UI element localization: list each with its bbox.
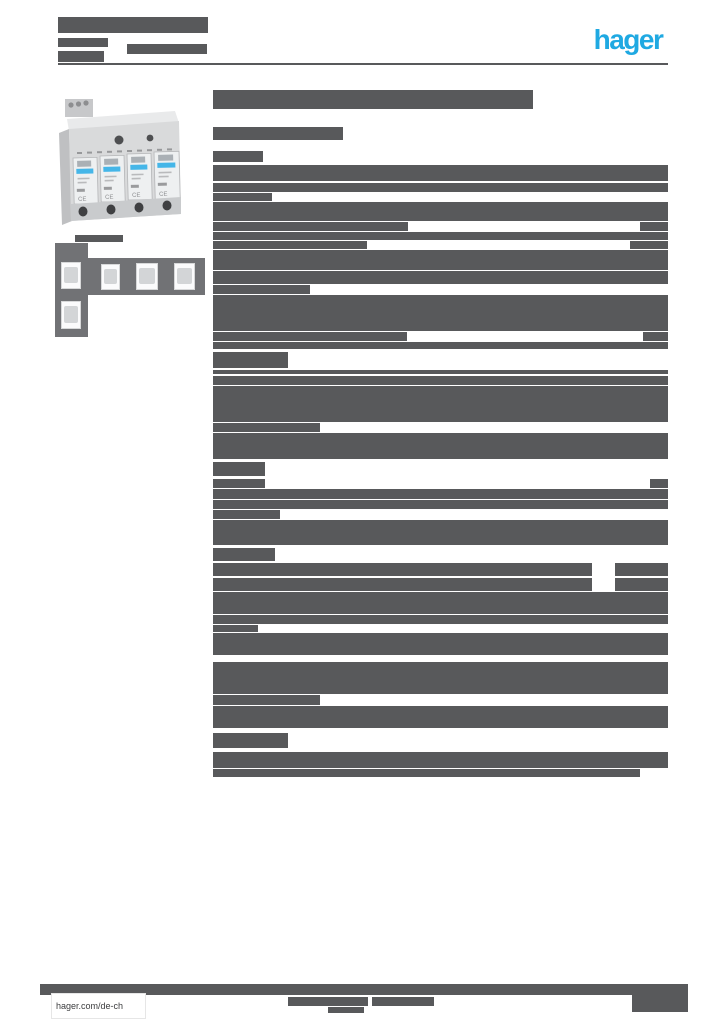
redacted-text-bar: [213, 500, 668, 509]
product-photo: CE CE CE: [55, 88, 187, 238]
thumbnail-image: [64, 267, 78, 283]
redacted-text-bar: [213, 295, 668, 331]
redacted-text-bar: [58, 63, 668, 65]
svg-text:CE: CE: [159, 192, 167, 198]
redacted-text-bar: [640, 222, 668, 231]
redacted-text-bar: [643, 332, 668, 341]
redacted-text-bar: [615, 578, 668, 591]
redacted-text-bar: [213, 510, 280, 519]
redacted-text-bar: [213, 769, 640, 777]
product-thumbnail-2[interactable]: [61, 301, 81, 329]
product-thumbnail-3[interactable]: [101, 264, 120, 290]
redacted-text-bar: [213, 127, 343, 140]
redacted-text-bar: [213, 370, 668, 374]
redacted-text-bar: [630, 241, 668, 249]
redacted-text-bar: [213, 193, 272, 201]
redacted-text-bar: [213, 232, 668, 240]
redacted-text-bar: [213, 222, 408, 231]
redacted-text-bar: [213, 592, 668, 614]
redacted-text-bar: [213, 563, 592, 576]
redacted-text-bar: [632, 984, 688, 1012]
redacted-text-bar: [328, 1007, 364, 1013]
redacted-text-bar: [213, 271, 668, 284]
redacted-text-bar: [58, 51, 104, 62]
redacted-text-bar: [213, 376, 668, 385]
redacted-text-bar: [615, 563, 668, 576]
redacted-text-bar: [213, 342, 668, 349]
footer-url-box: hager.com/de-ch: [52, 994, 145, 1018]
redacted-text-bar: [213, 165, 668, 181]
thumbnail-image: [177, 268, 192, 284]
product-thumbnail-1[interactable]: [61, 262, 81, 289]
redacted-text-bar: [213, 520, 668, 545]
redacted-text-bar: [40, 984, 688, 995]
redacted-text-bar: [372, 997, 434, 1006]
redacted-text-bar: [58, 17, 208, 33]
redacted-text-bar: [213, 241, 367, 249]
redacted-text-bar: [213, 489, 668, 499]
redacted-text-bar: [213, 479, 265, 488]
redacted-text-bar: [650, 479, 668, 488]
footer-url[interactable]: hager.com/de-ch: [56, 1001, 124, 1011]
hager-logo-text: hager: [593, 24, 664, 55]
redacted-text-bar: [213, 706, 668, 728]
redacted-text-bar: [213, 462, 265, 476]
redacted-text-bar: [213, 615, 668, 624]
redacted-text-bar: [213, 625, 258, 632]
redacted-text-bar: [213, 423, 320, 432]
redacted-text-bar: [213, 695, 320, 705]
product-thumbnail-5[interactable]: [174, 263, 195, 290]
redacted-text-bar: [213, 250, 668, 270]
redacted-text-bar: [75, 235, 123, 242]
redacted-text-bar: [213, 202, 668, 221]
thumbnail-image: [139, 268, 155, 284]
redacted-text-bar: [213, 352, 288, 368]
redacted-text-bar: [288, 997, 368, 1006]
thumbnail-image: [104, 269, 117, 284]
redacted-text-bar: [213, 433, 668, 459]
redacted-text-bar: [58, 38, 108, 47]
redacted-text-bar: [213, 548, 275, 561]
hager-logo: hager: [586, 22, 670, 58]
redacted-text-bar: [213, 633, 668, 655]
thumbnail-image: [64, 306, 78, 323]
redacted-text-bar: [213, 752, 668, 768]
redacted-text-bar: [213, 285, 310, 294]
svg-text:CE: CE: [105, 195, 113, 201]
redacted-text-bar: [213, 183, 668, 192]
surge-protector-image: CE CE CE: [59, 99, 181, 225]
redacted-text-bar: [213, 386, 668, 422]
redacted-text-bar: [213, 578, 592, 591]
redacted-text-bar: [213, 90, 533, 109]
redacted-text-bar: [213, 662, 668, 694]
redacted-text-bar: [127, 44, 207, 54]
redacted-text-bar: [213, 733, 288, 748]
svg-text:CE: CE: [78, 197, 86, 203]
redacted-text-bar: [213, 332, 407, 341]
product-thumbnail-4[interactable]: [136, 263, 158, 290]
redacted-text-bar: [213, 151, 263, 162]
svg-text:CE: CE: [132, 193, 140, 199]
